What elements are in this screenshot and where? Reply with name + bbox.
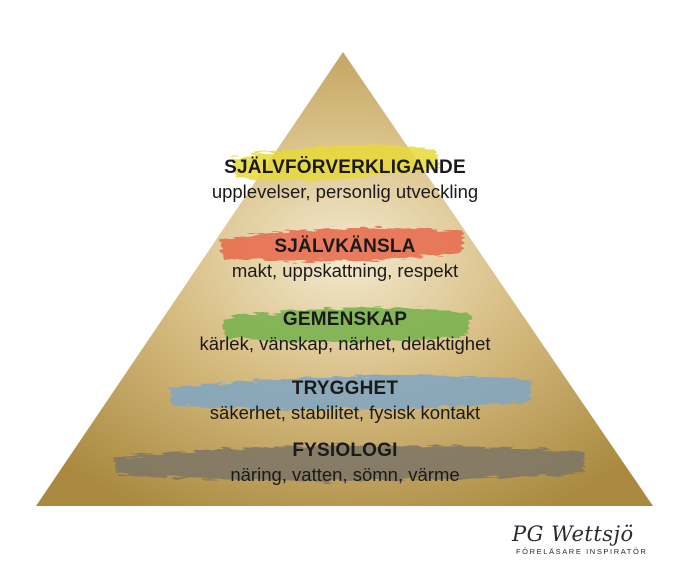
level-title: GEMENSKAP [282,309,408,330]
highlight-stroke-esteem [220,227,464,262]
level-self-actualization: SJÄLVFÖRVERKLIGANDE upplevelser, personl… [0,157,690,203]
level-belonging: GEMENSKAP kärlek, vänskap, närhet, delak… [0,309,690,355]
level-description: makt, uppskattning, respekt [231,260,459,281]
level-title: SJÄLVKÄNSLA [274,236,416,257]
highlight-stroke-self-actualization [232,144,440,181]
level-esteem: SJÄLVKÄNSLA makt, uppskattning, respekt [0,236,690,282]
level-description: näring, vatten, sömn, värme [230,464,460,485]
level-title: TRYGGHET [291,378,399,399]
level-physiological: FYSIOLOGI näring, vatten, sömn, värme [0,440,690,486]
highlight-stroke-belonging [222,307,470,343]
brand-logo: PG Wettsjö FÖRELÄSARE INSPIRATÖR [508,522,658,562]
brand-tagline: FÖRELÄSARE INSPIRATÖR [516,547,648,556]
highlight-stroke-safety [170,375,532,410]
level-description: kärlek, vänskap, närhet, delaktighet [199,333,491,354]
level-title: SJÄLVFÖRVERKLIGANDE [224,157,466,178]
brand-signature: PG Wettsjö [512,522,634,546]
level-safety: TRYGGHET säkerhet, stabilitet, fysisk ko… [0,378,690,424]
level-description: upplevelser, personlig utveckling [211,181,479,202]
highlight-stroke-physiological [114,445,585,481]
level-description: säkerhet, stabilitet, fysisk kontakt [209,402,481,423]
level-title: FYSIOLOGI [292,440,398,461]
